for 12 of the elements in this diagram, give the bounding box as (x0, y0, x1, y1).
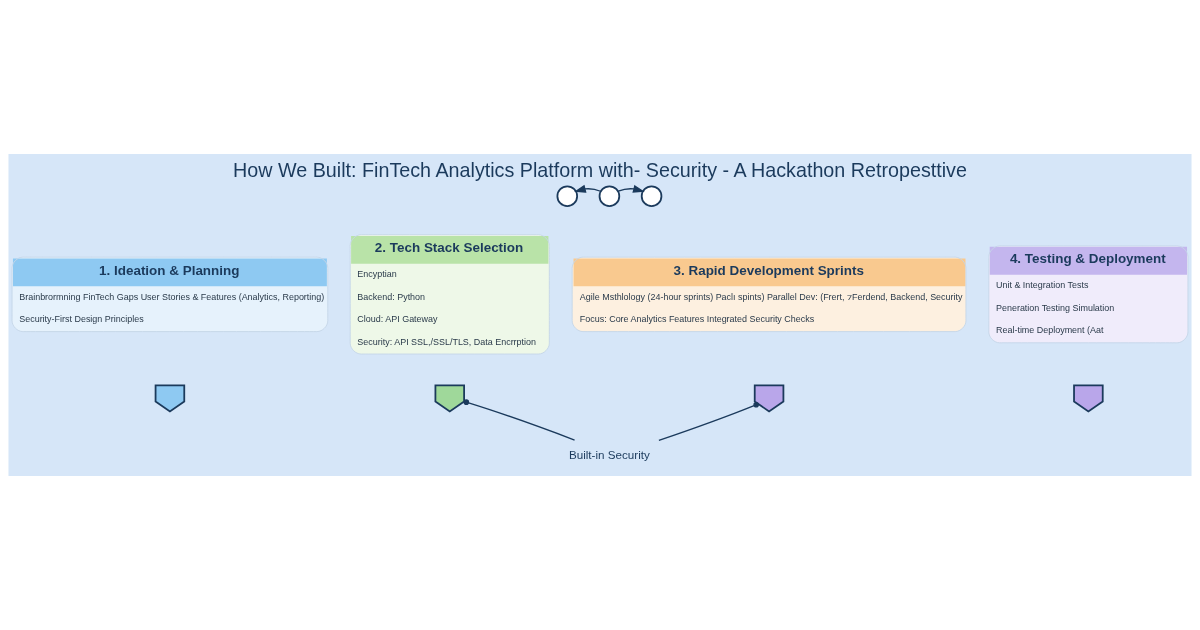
diagram-title: How We Built: FinTech Analytics Platform with- Security - A Hackathon Retropesttive (233, 158, 967, 181)
connector (463, 399, 576, 441)
node-circle (598, 185, 621, 207)
node-text: Built-in Security (568, 448, 650, 462)
arrow (617, 184, 645, 193)
node-circle (640, 185, 663, 207)
node-shield (1073, 384, 1104, 413)
node-circle (556, 185, 579, 207)
arrow (574, 184, 602, 193)
node-shield (154, 384, 186, 413)
connector (658, 401, 759, 442)
node-shield (434, 384, 465, 413)
